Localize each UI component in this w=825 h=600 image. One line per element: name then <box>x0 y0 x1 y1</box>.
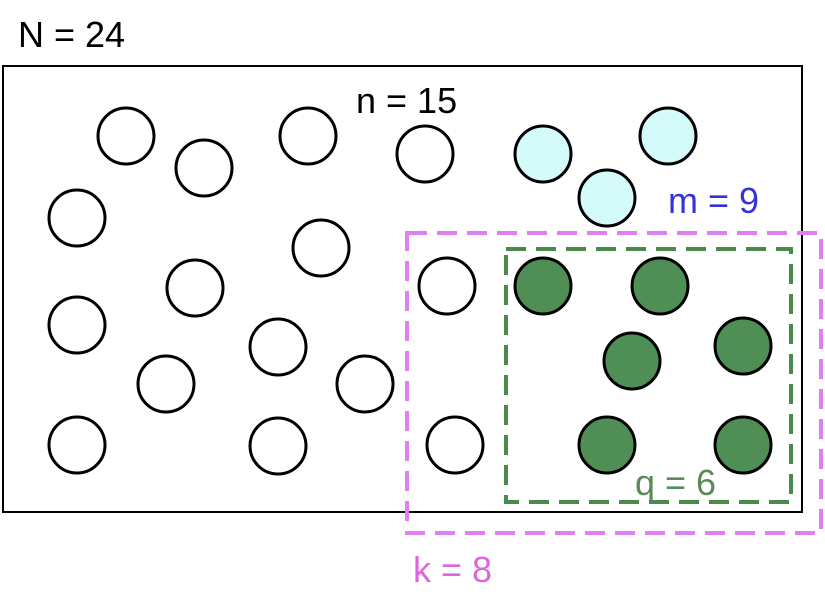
cyan-ball <box>638 106 698 166</box>
white-ball <box>248 317 308 377</box>
sample-label: n = 15 <box>356 80 457 121</box>
white-ball <box>248 416 308 476</box>
cyan-balls <box>513 106 698 228</box>
cyan-ball <box>577 168 637 228</box>
draws-box <box>405 231 823 535</box>
white-ball <box>417 256 477 316</box>
white-ball <box>47 415 107 475</box>
green-ball <box>630 256 690 316</box>
white-ball <box>174 138 234 198</box>
white-ball <box>395 124 455 184</box>
k-label: k = 8 <box>413 549 492 590</box>
white-ball <box>291 218 351 278</box>
white-ball <box>278 106 338 166</box>
m-label: m = 9 <box>668 180 759 221</box>
green-ball <box>713 316 773 376</box>
white-ball <box>136 354 196 414</box>
population-box <box>2 65 803 513</box>
green-ball <box>513 256 573 316</box>
white-ball <box>165 258 225 318</box>
white-ball <box>96 106 156 166</box>
green-ball <box>602 331 662 391</box>
q-label: q = 6 <box>635 462 716 503</box>
cyan-ball <box>513 124 573 184</box>
white-ball <box>335 354 395 414</box>
white-ball <box>47 295 107 355</box>
green-ball <box>713 415 773 475</box>
population-label: N = 24 <box>18 14 125 55</box>
green-ball <box>577 415 637 475</box>
successes-in-draws-box <box>504 247 793 504</box>
white-balls <box>47 106 485 476</box>
white-ball <box>425 415 485 475</box>
white-ball <box>47 188 107 248</box>
green-balls <box>513 256 773 475</box>
